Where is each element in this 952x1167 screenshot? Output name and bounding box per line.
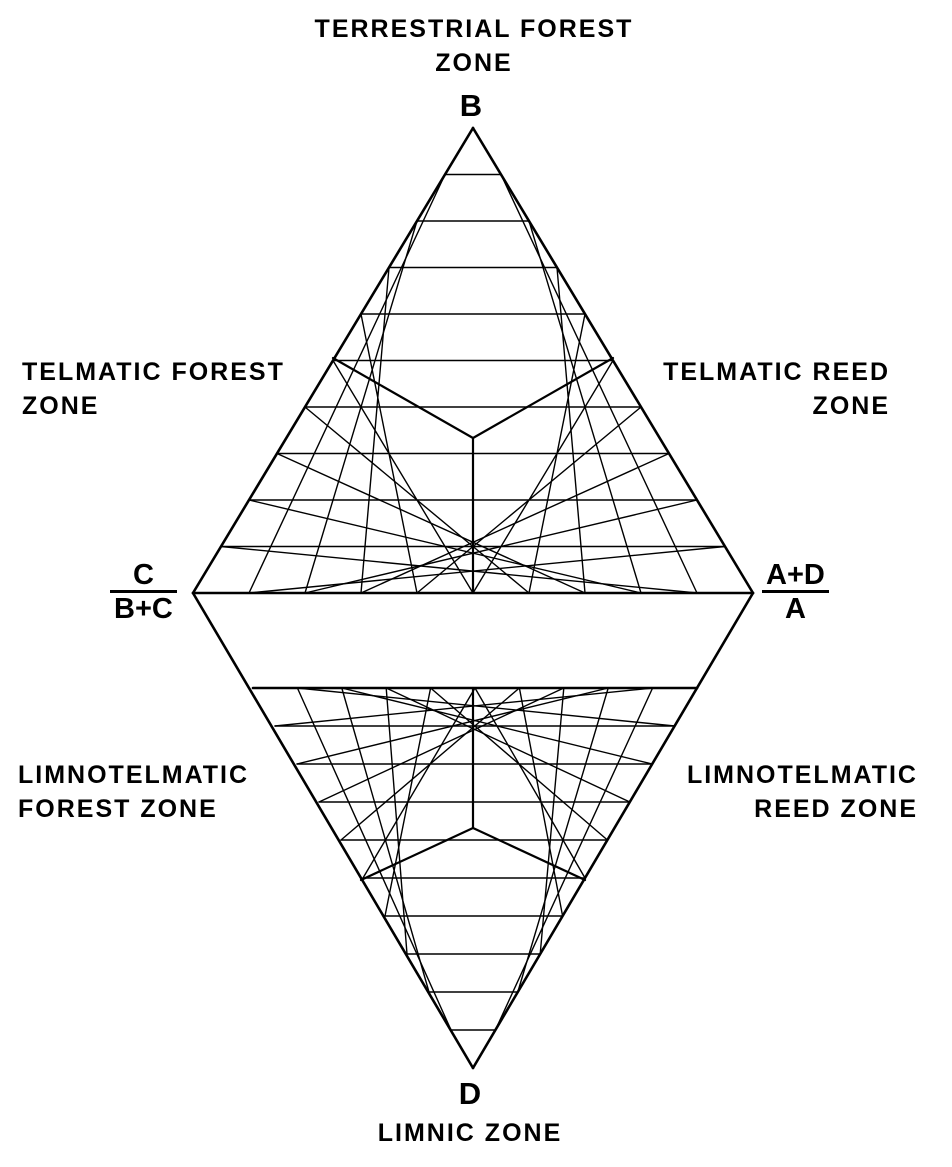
- right-ratio-numerator: A+D: [762, 560, 829, 593]
- lower-grid-line: [274, 687, 654, 727]
- terrestrial-forest-zone-label: TERRESTRIAL FOREST ZONE: [314, 15, 634, 77]
- lower-triangle-grid: [274, 687, 676, 1031]
- lower-grid-line: [362, 687, 476, 879]
- vertex-d-label: D: [458, 1076, 482, 1111]
- left-ratio-numerator: C: [110, 560, 177, 593]
- upper-grid-line: [528, 220, 642, 594]
- telmatic-reed-zone-label: TELMATIC REED ZONE: [663, 358, 890, 420]
- diamond-edge: [471, 126, 755, 595]
- right-ratio-label: A+D A: [762, 560, 829, 625]
- left-ratio-label: C B+C: [110, 560, 177, 625]
- limnic-zone-label: LIMNIC ZONE: [377, 1119, 563, 1147]
- left-ratio-denominator: B+C: [114, 593, 173, 625]
- telmatic-forest-zone-label: TELMATIC FOREST ZONE: [22, 358, 285, 420]
- lower-zone-boundary: [471, 826, 587, 882]
- upper-zone-boundary: [331, 356, 475, 440]
- diamond-edge: [191, 126, 475, 595]
- diamond-edge: [191, 591, 475, 1070]
- diamond-edge: [471, 591, 755, 1070]
- upper-grid-line: [220, 545, 698, 594]
- limnotelmatic-reed-zone-label: LIMNOTELMATIC REED ZONE: [686, 761, 918, 823]
- upper-grid-line: [556, 266, 586, 594]
- lower-grid-line: [517, 687, 609, 993]
- vertex-b-label: B: [459, 88, 483, 123]
- limnotelmatic-forest-zone-label: LIMNOTELMATIC FOREST ZONE: [18, 761, 250, 823]
- upper-grid-line: [276, 452, 586, 594]
- lower-grid-line: [474, 687, 586, 879]
- lower-grid-line: [539, 687, 565, 955]
- upper-grid-line: [500, 173, 698, 594]
- lower-zone-boundary: [359, 826, 475, 882]
- upper-grid-line: [472, 359, 614, 594]
- diamond-outline: [191, 126, 755, 1070]
- upper-grid-line: [332, 359, 474, 594]
- zone-boundary-lines: [331, 356, 615, 882]
- lower-grid-line: [494, 687, 654, 1031]
- lower-grid-line: [318, 687, 565, 803]
- right-ratio-denominator: A: [784, 593, 806, 625]
- upper-zone-boundary: [471, 356, 615, 440]
